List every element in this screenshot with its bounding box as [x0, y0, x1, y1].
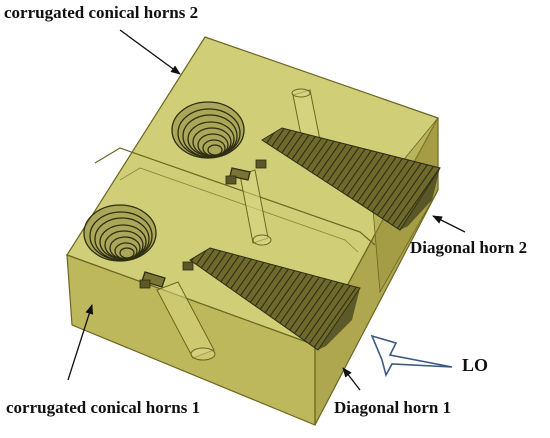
lo-arrow: [370, 334, 453, 378]
arrow-diagonal-2: [432, 215, 466, 233]
diagonal-horn-1: [189, 247, 361, 351]
tube-lower: [156, 281, 215, 359]
tube-middle-end: [252, 234, 272, 246]
label-lo: LO: [462, 355, 489, 375]
arrow-horns-2: [119, 29, 181, 75]
corrugated-horn-2: [171, 101, 251, 181]
label-corrugated-horns-1: corrugated conical horns 1: [6, 398, 201, 417]
corrugated-horn-1: [83, 204, 166, 288]
flange-details: [139, 159, 267, 289]
diagonal-horn-2: [261, 127, 441, 231]
pointer-arrows: [67, 29, 466, 391]
arrow-diagonal-1: [342, 367, 361, 391]
label-diagonal-horn-2: Diagonal horn 2: [410, 238, 528, 257]
tube-lower-end: [190, 347, 216, 361]
tube-upper-end: [291, 88, 311, 98]
arrow-horns-1: [67, 304, 94, 381]
label-diagonal-horn-1: Diagonal horn 1: [334, 398, 452, 417]
block-split-line: [94, 147, 376, 246]
block-split-line-2: [119, 167, 359, 253]
label-corrugated-horns-2: corrugated conical horns 2: [4, 3, 199, 22]
